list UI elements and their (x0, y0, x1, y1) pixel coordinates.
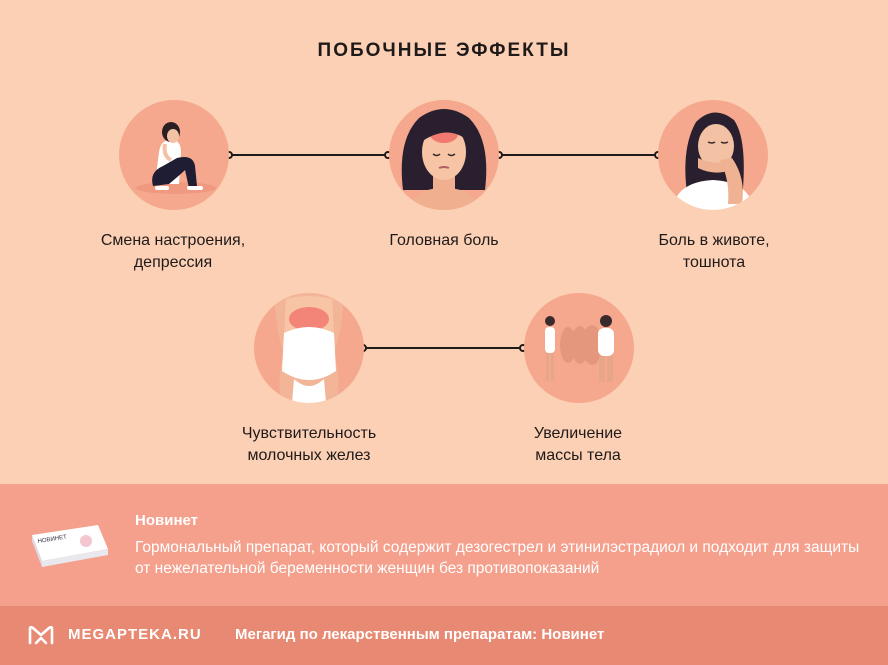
breast-illustration (254, 293, 364, 403)
connector-line (499, 154, 657, 156)
product-name: Новинет (135, 512, 198, 529)
effect-label-stomach: Боль в животе, тошнота (658, 232, 770, 271)
effect-label-headache: Головная боль (389, 232, 499, 249)
headache-illustration (389, 100, 499, 210)
footer-band (0, 606, 888, 665)
nausea-illustration (658, 100, 768, 210)
connector-line (364, 347, 522, 349)
product-package-image: НОВИНЕТ (28, 521, 112, 567)
effect-label-breast: Чувствительность молочных желез (241, 425, 377, 464)
product-box-text: НОВИНЕТ (37, 534, 67, 545)
footer-tagline: Мегагид по лекарственным препаратам: Нов… (235, 626, 605, 643)
effect-label-weight: Увеличение массы тела (533, 425, 623, 464)
page-title: ПОБОЧНЫЕ ЭФФЕКТЫ (317, 40, 571, 61)
connector-line (230, 154, 388, 156)
mood-illustration (119, 100, 229, 210)
megapteka-logo-text[interactable]: MEGAPTEKA.RU (68, 626, 202, 643)
product-description: Гормональный препарат, который содержит … (135, 539, 860, 577)
weight-gain-illustration (524, 293, 634, 403)
product-info-band (0, 484, 888, 606)
effect-label-mood: Смена настроения, депрессия (100, 232, 246, 271)
megapteka-logo-icon (27, 624, 55, 646)
